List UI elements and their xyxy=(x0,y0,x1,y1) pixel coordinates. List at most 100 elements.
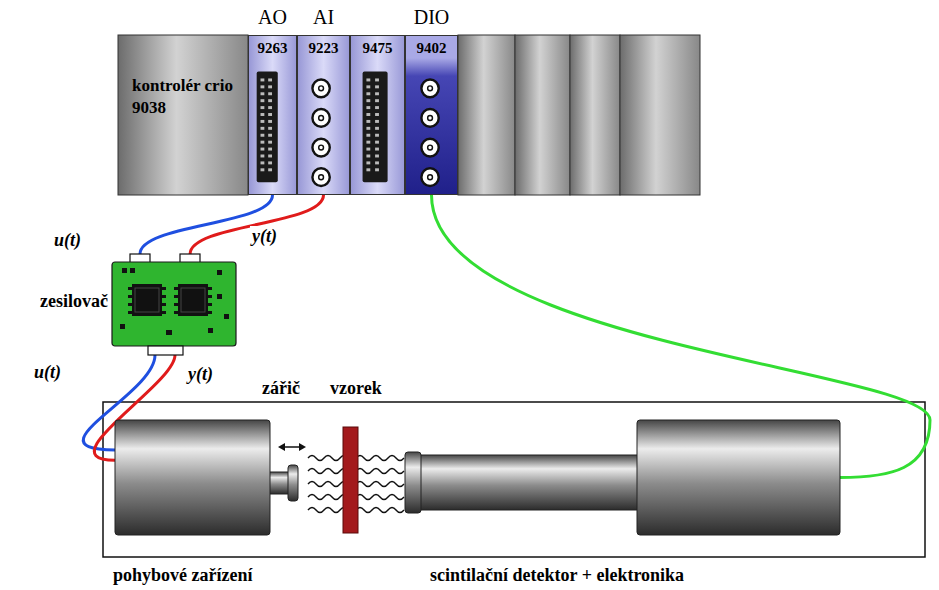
illustration-part xyxy=(375,120,379,123)
illustration-part xyxy=(375,106,379,109)
illustration-part xyxy=(130,268,135,273)
controller-chassis: kontrolér crio 9038AO9263AI92239475DIO94… xyxy=(118,35,700,195)
illustration-part xyxy=(224,314,229,319)
illustration-part xyxy=(120,324,125,329)
illustration-part xyxy=(366,92,370,95)
io-module-drawing xyxy=(406,36,457,194)
enclosure xyxy=(103,402,925,557)
illustration-part xyxy=(312,109,329,127)
illustration-part xyxy=(208,311,212,314)
illustration-part xyxy=(208,328,213,333)
illustration-part xyxy=(261,92,265,95)
node-label: pohybové zařízení xyxy=(113,565,253,587)
illustration-part xyxy=(174,295,178,298)
illustration-part xyxy=(375,155,379,158)
node-label: kontrolér crio 9038 xyxy=(132,75,244,119)
illustration-part xyxy=(312,139,329,157)
illustration-part xyxy=(458,35,515,195)
illustration-part xyxy=(268,148,272,151)
illustration-part xyxy=(268,92,272,95)
illustration-part xyxy=(208,295,212,298)
illustration-part xyxy=(366,127,370,130)
illustration-part xyxy=(257,72,278,183)
illustration-part xyxy=(268,113,272,116)
illustration-part xyxy=(375,99,379,102)
illustration-part xyxy=(261,120,265,123)
illustration-part xyxy=(118,35,248,195)
module-number: 9263 xyxy=(245,39,300,57)
illustration-part xyxy=(312,168,329,186)
io-module-drawing xyxy=(249,36,296,194)
motion-device-drawing xyxy=(115,420,270,535)
illustration-part xyxy=(366,113,370,116)
illustration-part xyxy=(174,311,178,314)
illustration-part xyxy=(261,141,265,144)
illustration-part xyxy=(268,155,272,158)
illustration-part xyxy=(128,287,132,290)
illustration-part xyxy=(421,79,438,97)
shaft xyxy=(268,472,290,494)
illustration-part xyxy=(375,148,379,151)
illustration-part xyxy=(181,288,205,312)
illustration-part xyxy=(148,346,183,355)
part-label: vzorek xyxy=(330,378,382,400)
illustration-part xyxy=(261,161,265,164)
illustration-part xyxy=(261,85,265,88)
illustration-part xyxy=(375,127,379,130)
illustration-part xyxy=(637,420,840,535)
illustration-part xyxy=(261,148,265,151)
part-label: zářič xyxy=(262,378,300,400)
io-module: AO9263 xyxy=(248,35,297,195)
illustration-part xyxy=(366,85,370,88)
illustration-part xyxy=(366,161,370,164)
illustration-part xyxy=(375,168,379,171)
amplifier-board-drawing xyxy=(112,254,236,355)
illustration-part xyxy=(428,175,433,180)
illustration-part xyxy=(112,262,236,346)
illustration-part xyxy=(421,139,438,157)
illustration-part xyxy=(366,148,370,151)
module-type: AO xyxy=(239,5,306,29)
illustration-part xyxy=(319,115,324,120)
signal-wire xyxy=(190,195,323,254)
module-number: 9223 xyxy=(294,39,353,57)
node-label: scintilační detektor + elektronika xyxy=(430,565,684,587)
signal-name: u(t) xyxy=(52,230,83,252)
illustration-part xyxy=(366,78,370,81)
illustration-part xyxy=(261,113,265,116)
io-module: AI9223 xyxy=(297,35,350,195)
module-type: DIO xyxy=(396,5,467,29)
illustration-part xyxy=(217,294,222,299)
illustration-part xyxy=(128,295,132,298)
illustration-part xyxy=(174,303,178,306)
illustration-part xyxy=(375,92,379,95)
illustration-part xyxy=(366,155,370,158)
illustration-part xyxy=(174,287,178,290)
illustration-part xyxy=(366,168,370,171)
illustration-part xyxy=(135,288,159,312)
illustration-part xyxy=(312,79,329,97)
illustration-part xyxy=(375,141,379,144)
signal-name: y(t) xyxy=(250,226,279,248)
illustration-part xyxy=(162,303,166,306)
module-type: AI xyxy=(288,5,359,29)
illustration-part xyxy=(268,99,272,102)
signal-name: u(t) xyxy=(32,362,63,384)
io-module: 9475 xyxy=(350,35,405,195)
module-number: 9402 xyxy=(402,39,461,57)
illustration-part xyxy=(261,155,265,158)
illustration-part xyxy=(268,127,272,130)
illustration-part xyxy=(363,72,388,183)
illustration-part xyxy=(375,85,379,88)
illustration-part xyxy=(128,311,132,314)
illustration-part xyxy=(268,168,272,171)
illustration-part xyxy=(268,134,272,137)
illustration-part xyxy=(132,284,162,316)
illustration-part xyxy=(261,134,265,137)
illustration-part xyxy=(366,141,370,144)
illustration-part xyxy=(366,106,370,109)
illustration-part xyxy=(268,141,272,144)
illustration-part xyxy=(375,113,379,116)
illustration-part xyxy=(208,303,212,306)
illustration-part xyxy=(261,99,265,102)
